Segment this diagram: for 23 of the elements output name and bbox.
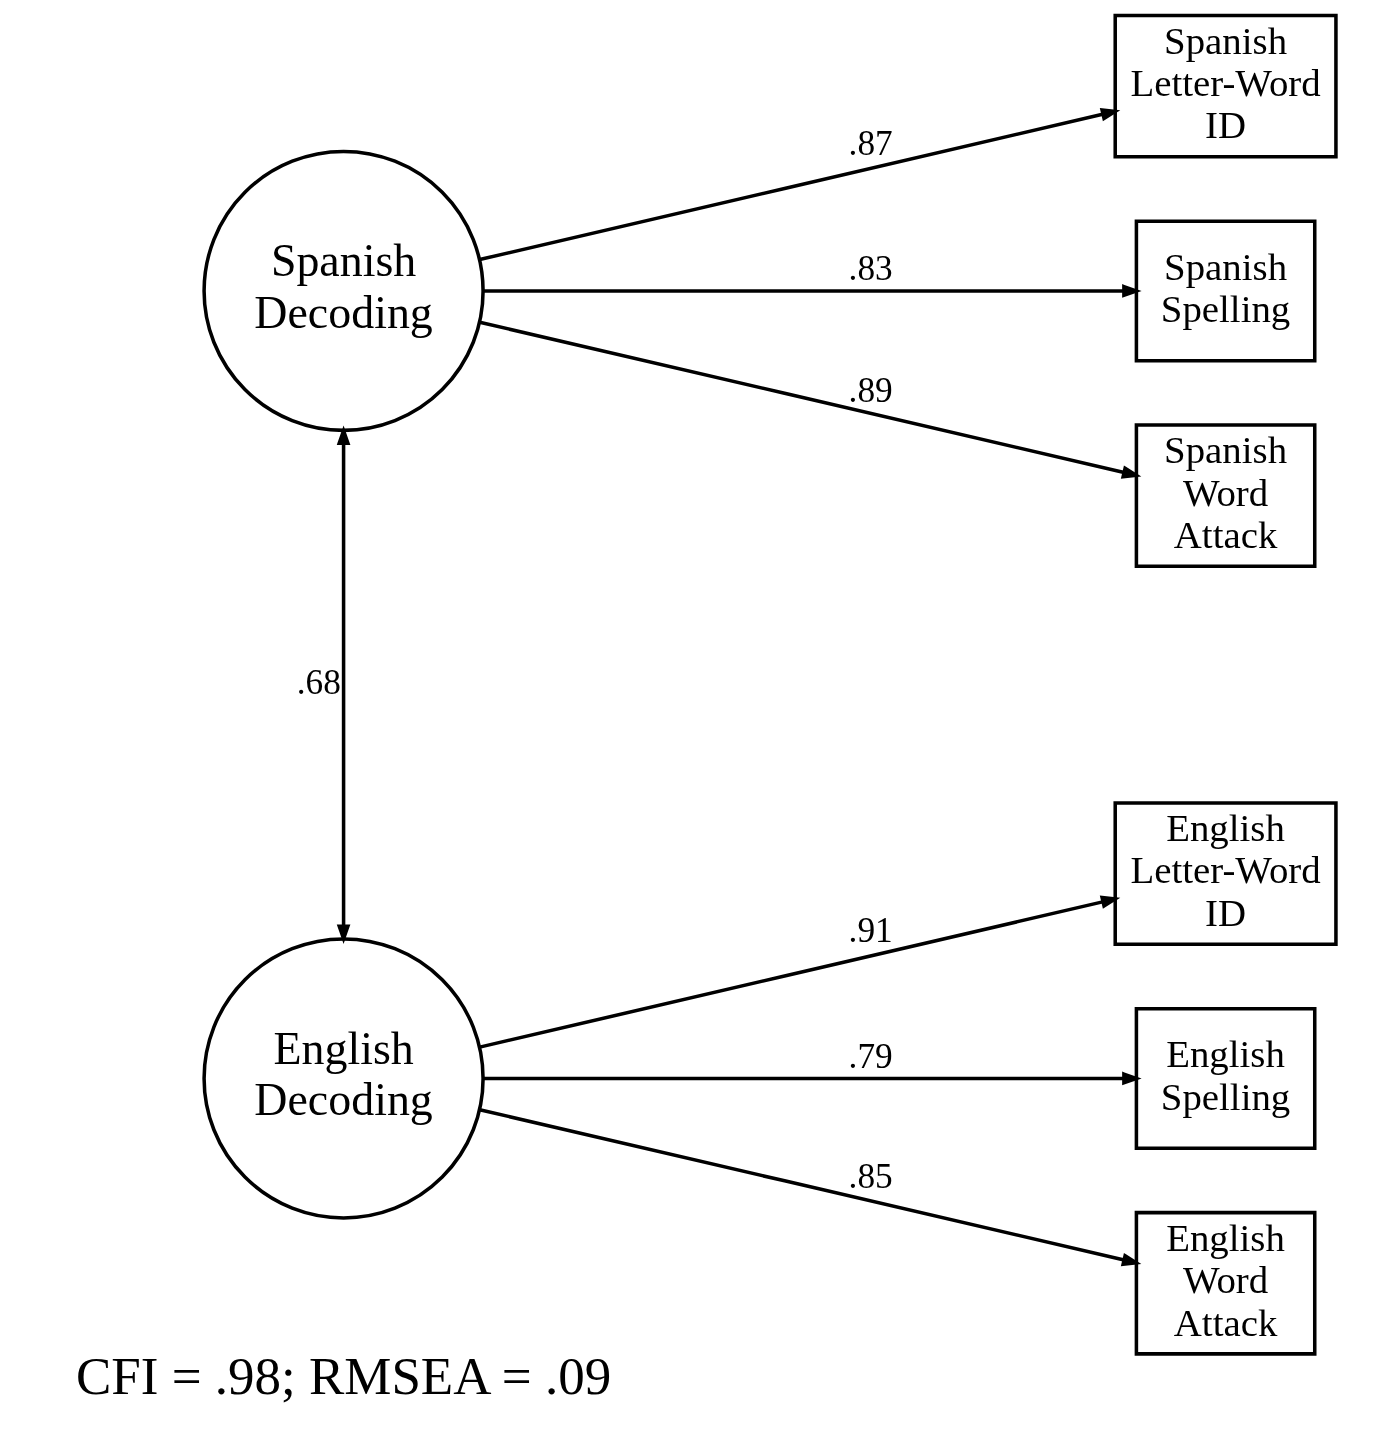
node-circle: Spanish Decoding	[202, 149, 485, 433]
arrow	[336, 425, 351, 944]
node-box: English Letter-Word ID	[1113, 801, 1338, 946]
edge-label: .79	[848, 1036, 893, 1076]
node-box: Spanish Letter-Word ID	[1113, 13, 1338, 159]
edge-label: .83	[848, 249, 893, 289]
edge-label: .85	[848, 1156, 893, 1196]
node-box: Spanish Spelling	[1134, 219, 1317, 363]
edge-label: .87	[848, 123, 893, 163]
arrow	[479, 320, 1142, 479]
arrow	[483, 284, 1142, 298]
arrow	[479, 108, 1121, 262]
edge-label: .89	[848, 371, 893, 411]
edge-label: .91	[848, 911, 893, 951]
label: CFI = .98; RMSEA = .09	[76, 1346, 612, 1405]
edge-label: .68	[296, 662, 341, 702]
node-box: Spanish Word Attack	[1134, 423, 1317, 569]
arrow	[483, 1071, 1142, 1086]
node-box: English Word Attack	[1134, 1210, 1317, 1356]
arrow	[479, 895, 1121, 1049]
arrow	[479, 1108, 1142, 1267]
node-circle: English Decoding	[202, 937, 485, 1220]
node-box: English Spelling	[1134, 1006, 1317, 1150]
